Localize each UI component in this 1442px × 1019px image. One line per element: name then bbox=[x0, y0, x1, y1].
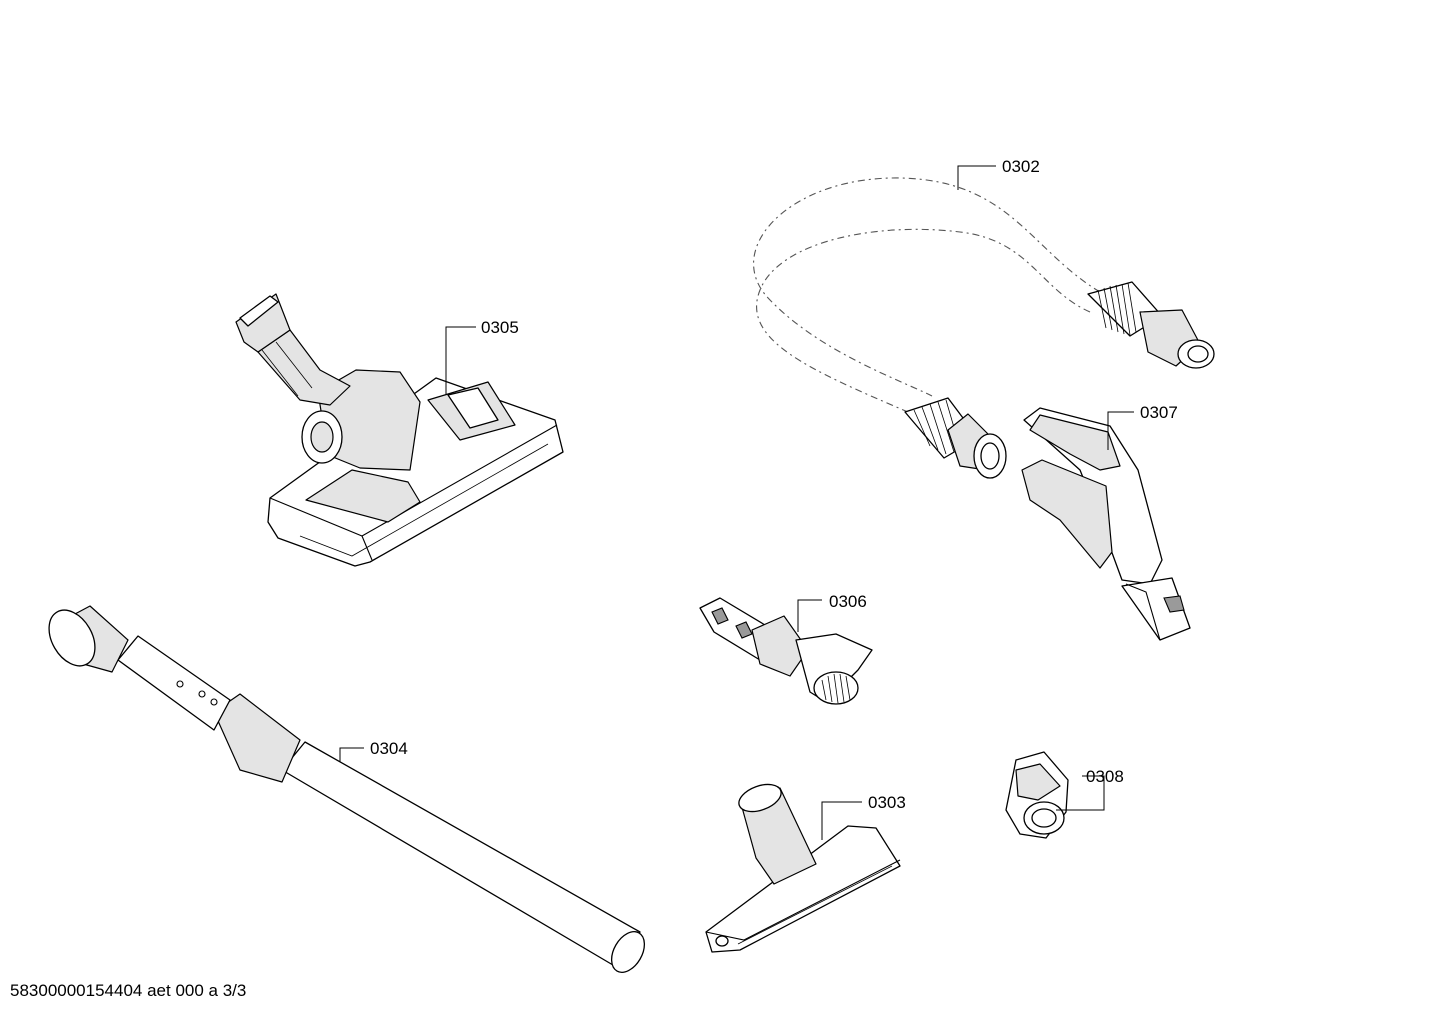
leader-0305 bbox=[445, 326, 476, 395]
part-handle-0307[interactable] bbox=[1021, 407, 1191, 641]
callout-0302: 0302 bbox=[1002, 157, 1040, 176]
leader-0304 bbox=[339, 747, 364, 762]
leader-0302 bbox=[957, 165, 996, 190]
part-upholstery-nozzle-0303[interactable] bbox=[705, 779, 901, 953]
callout-0304: 0304 bbox=[370, 739, 408, 758]
callout-0305: 0305 bbox=[481, 318, 519, 337]
callout-0306: 0306 bbox=[829, 592, 867, 611]
part-clip-0308[interactable] bbox=[1005, 751, 1069, 839]
leader-0303 bbox=[821, 801, 862, 840]
leader-0308 bbox=[1056, 775, 1105, 811]
part-floor-nozzle-0305[interactable] bbox=[235, 293, 564, 567]
part-telescopic-tube-0304[interactable] bbox=[40, 602, 651, 978]
callout-0308: 0308 bbox=[1086, 767, 1124, 786]
callout-0307: 0307 bbox=[1140, 403, 1178, 422]
callout-0303: 0303 bbox=[868, 793, 906, 812]
part-crevice-adapter-0306[interactable] bbox=[699, 597, 873, 705]
drawing-footer-code: 58300000154404 aet 000 a 3/3 bbox=[10, 981, 247, 1000]
leader-0306 bbox=[797, 599, 822, 632]
leader-0307 bbox=[1107, 411, 1134, 450]
part-hose-0302[interactable] bbox=[753, 177, 1215, 479]
